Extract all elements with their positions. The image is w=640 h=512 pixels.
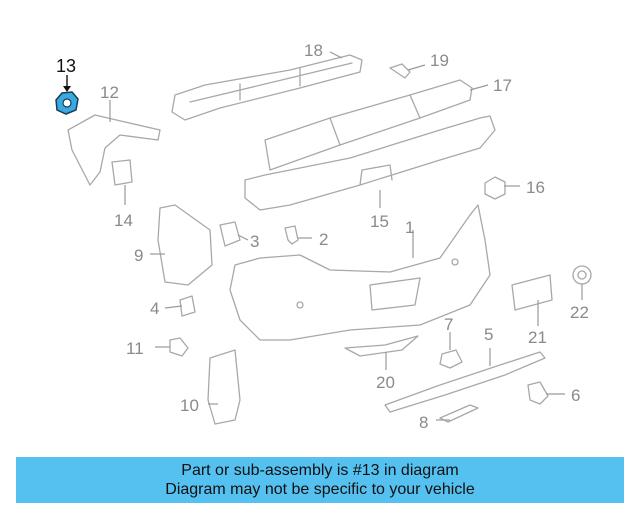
part-17-energy-absorber[interactable] xyxy=(264,79,473,171)
callout-8: 8 xyxy=(419,413,428,432)
part-7-grommet[interactable] xyxy=(439,349,463,369)
part-15-lower-support[interactable] xyxy=(244,115,496,211)
info-banner: Part or sub-assembly is #13 in diagram D… xyxy=(16,457,624,503)
part-20-trim-strip[interactable] xyxy=(344,335,419,357)
part-5-lower-trim[interactable] xyxy=(384,351,546,413)
part-12-side-bracket[interactable] xyxy=(67,114,161,186)
callout-22: 22 xyxy=(570,303,589,322)
callout-12: 12 xyxy=(100,83,119,102)
part-8-small-trim[interactable] xyxy=(439,404,479,423)
callout-9: 9 xyxy=(134,246,143,265)
callout-1: 1 xyxy=(405,218,414,237)
callout-13: 13 xyxy=(56,56,76,76)
part-19-screw[interactable] xyxy=(389,63,411,79)
callout-16: 16 xyxy=(526,178,545,197)
part-1-bumper-cover[interactable] xyxy=(229,204,491,341)
part-4-clip[interactable] xyxy=(179,295,196,317)
callout-11: 11 xyxy=(126,339,144,358)
callout-3: 3 xyxy=(250,232,259,251)
part-9-mud-flap[interactable] xyxy=(157,204,213,286)
banner-line-1: Part or sub-assembly is #13 in diagram xyxy=(181,462,459,479)
part-3-retainer[interactable] xyxy=(219,221,241,247)
part-11-bolt[interactable] xyxy=(169,337,189,357)
callout-2: 2 xyxy=(319,230,328,249)
part-2-screw[interactable] xyxy=(284,225,299,245)
callout-5: 5 xyxy=(484,325,493,344)
callout-17: 17 xyxy=(493,76,512,95)
parts-diagram: 1 2 3 4 5 6 7 8 9 10 11 12 13 14 15 16 1… xyxy=(55,41,592,432)
callout-7: 7 xyxy=(444,315,453,334)
part-22-grommet[interactable] xyxy=(572,265,592,285)
callout-10: 10 xyxy=(180,396,199,415)
callout-4: 4 xyxy=(150,299,159,318)
callout-19: 19 xyxy=(430,51,449,70)
callout-15: 15 xyxy=(370,212,389,231)
part-10-mount-bracket[interactable] xyxy=(207,349,241,425)
callout-20: 20 xyxy=(376,373,395,392)
part-21-plate[interactable] xyxy=(511,274,553,311)
callout-18: 18 xyxy=(304,41,323,60)
callout-21: 21 xyxy=(528,328,547,347)
banner-line-2: Diagram may not be specific to your vehi… xyxy=(165,481,475,498)
part-13-nut-highlighted[interactable] xyxy=(55,75,79,115)
callout-6: 6 xyxy=(571,386,580,405)
part-14-clip[interactable] xyxy=(111,159,133,186)
leader-lines xyxy=(109,51,583,421)
callout-14: 14 xyxy=(114,211,133,230)
part-18-reinforcement-bar[interactable] xyxy=(171,54,363,121)
part-16-nut[interactable] xyxy=(484,176,506,200)
part-6-screw[interactable] xyxy=(527,381,549,405)
